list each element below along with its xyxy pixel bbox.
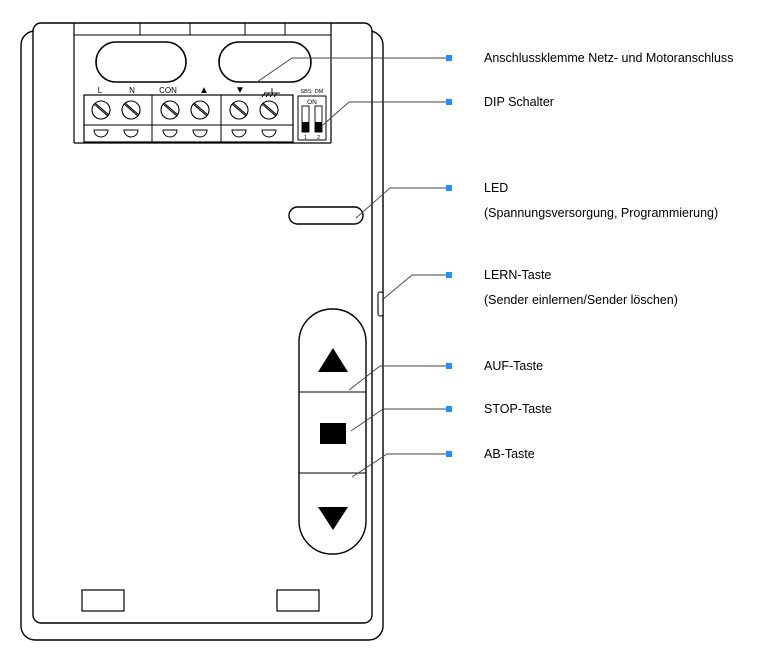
leader-lern: [381, 274, 448, 301]
lern-button[interactable]: [377, 291, 384, 317]
dip-header-sbs: SBS: [300, 89, 311, 95]
callout-dip-title: DIP Schalter: [484, 95, 554, 109]
screw-3: [160, 100, 180, 120]
dip-number-2: 2: [317, 135, 320, 141]
ab-button[interactable]: [318, 507, 348, 530]
callout-anschlussklemme-title: Anschlussklemme Netz- und Motoranschluss: [484, 51, 734, 65]
marker-led: [446, 185, 452, 191]
cable-entry-right: [218, 41, 312, 83]
screw-5: [229, 100, 249, 120]
marker-auf: [446, 363, 452, 369]
foot-right: [276, 589, 320, 612]
terminal-block: L N CON ▲ ▼: [73, 23, 332, 144]
terminal-label-l: L: [98, 86, 103, 95]
callout-led-title: LED: [484, 181, 509, 195]
ground-symbol: [261, 88, 280, 98]
auf-button[interactable]: [318, 348, 348, 372]
led-window: [288, 206, 364, 225]
leader-dip: [322, 101, 448, 126]
leader-ab: [351, 453, 448, 478]
cable-entry-left: [95, 41, 187, 83]
callout-lern-subtitle: (Sender einlernen/Sender löschen): [484, 293, 678, 307]
screw-2: [121, 100, 141, 120]
terminal-screws: [91, 100, 279, 120]
dip-lever-2: [315, 122, 322, 132]
screw-1: [91, 100, 111, 120]
leader-lines: [256, 57, 448, 478]
leader-anschlussklemme: [256, 57, 448, 83]
screw-6: [259, 100, 279, 120]
terminal-label-down: ▼: [235, 85, 245, 96]
dip-number-1: 1: [304, 135, 307, 141]
housing-inner: [32, 22, 373, 624]
marker-anschlussklemme: [446, 55, 452, 61]
stop-square-icon: [320, 423, 346, 444]
up-arrow-icon: [318, 348, 348, 372]
marker-dip: [446, 99, 452, 105]
dip-lever-1: [302, 122, 309, 132]
leader-stop: [350, 408, 448, 432]
terminal-label-con: CON: [159, 86, 177, 95]
callout-lern-title: LERN-Taste: [484, 268, 552, 282]
wire-clamps: [93, 129, 277, 138]
callout-led-subtitle: (Spannungsversorgung, Programmierung): [484, 206, 719, 220]
leader-led: [355, 187, 448, 219]
terminal-label-n: N: [129, 86, 135, 95]
callout-markers: [446, 55, 452, 457]
dip-switch[interactable]: SBS DM ON 1 2: [297, 89, 327, 141]
terminal-label-up: ▲: [199, 85, 209, 96]
callout-auf-title: AUF-Taste: [484, 359, 544, 373]
callout-ab-title: AB-Taste: [484, 447, 535, 461]
dip-on-label: ON: [307, 99, 317, 106]
down-arrow-icon: [318, 507, 348, 530]
terminal-strip: [83, 94, 294, 143]
screw-4: [190, 100, 210, 120]
dip-header-dm: DM: [315, 89, 324, 95]
callout-stop-title: STOP-Taste: [484, 402, 552, 416]
stop-button[interactable]: [320, 423, 346, 444]
foot-left: [81, 589, 125, 612]
marker-stop: [446, 406, 452, 412]
marker-ab: [446, 451, 452, 457]
marker-lern: [446, 272, 452, 278]
leader-auf: [348, 365, 448, 391]
